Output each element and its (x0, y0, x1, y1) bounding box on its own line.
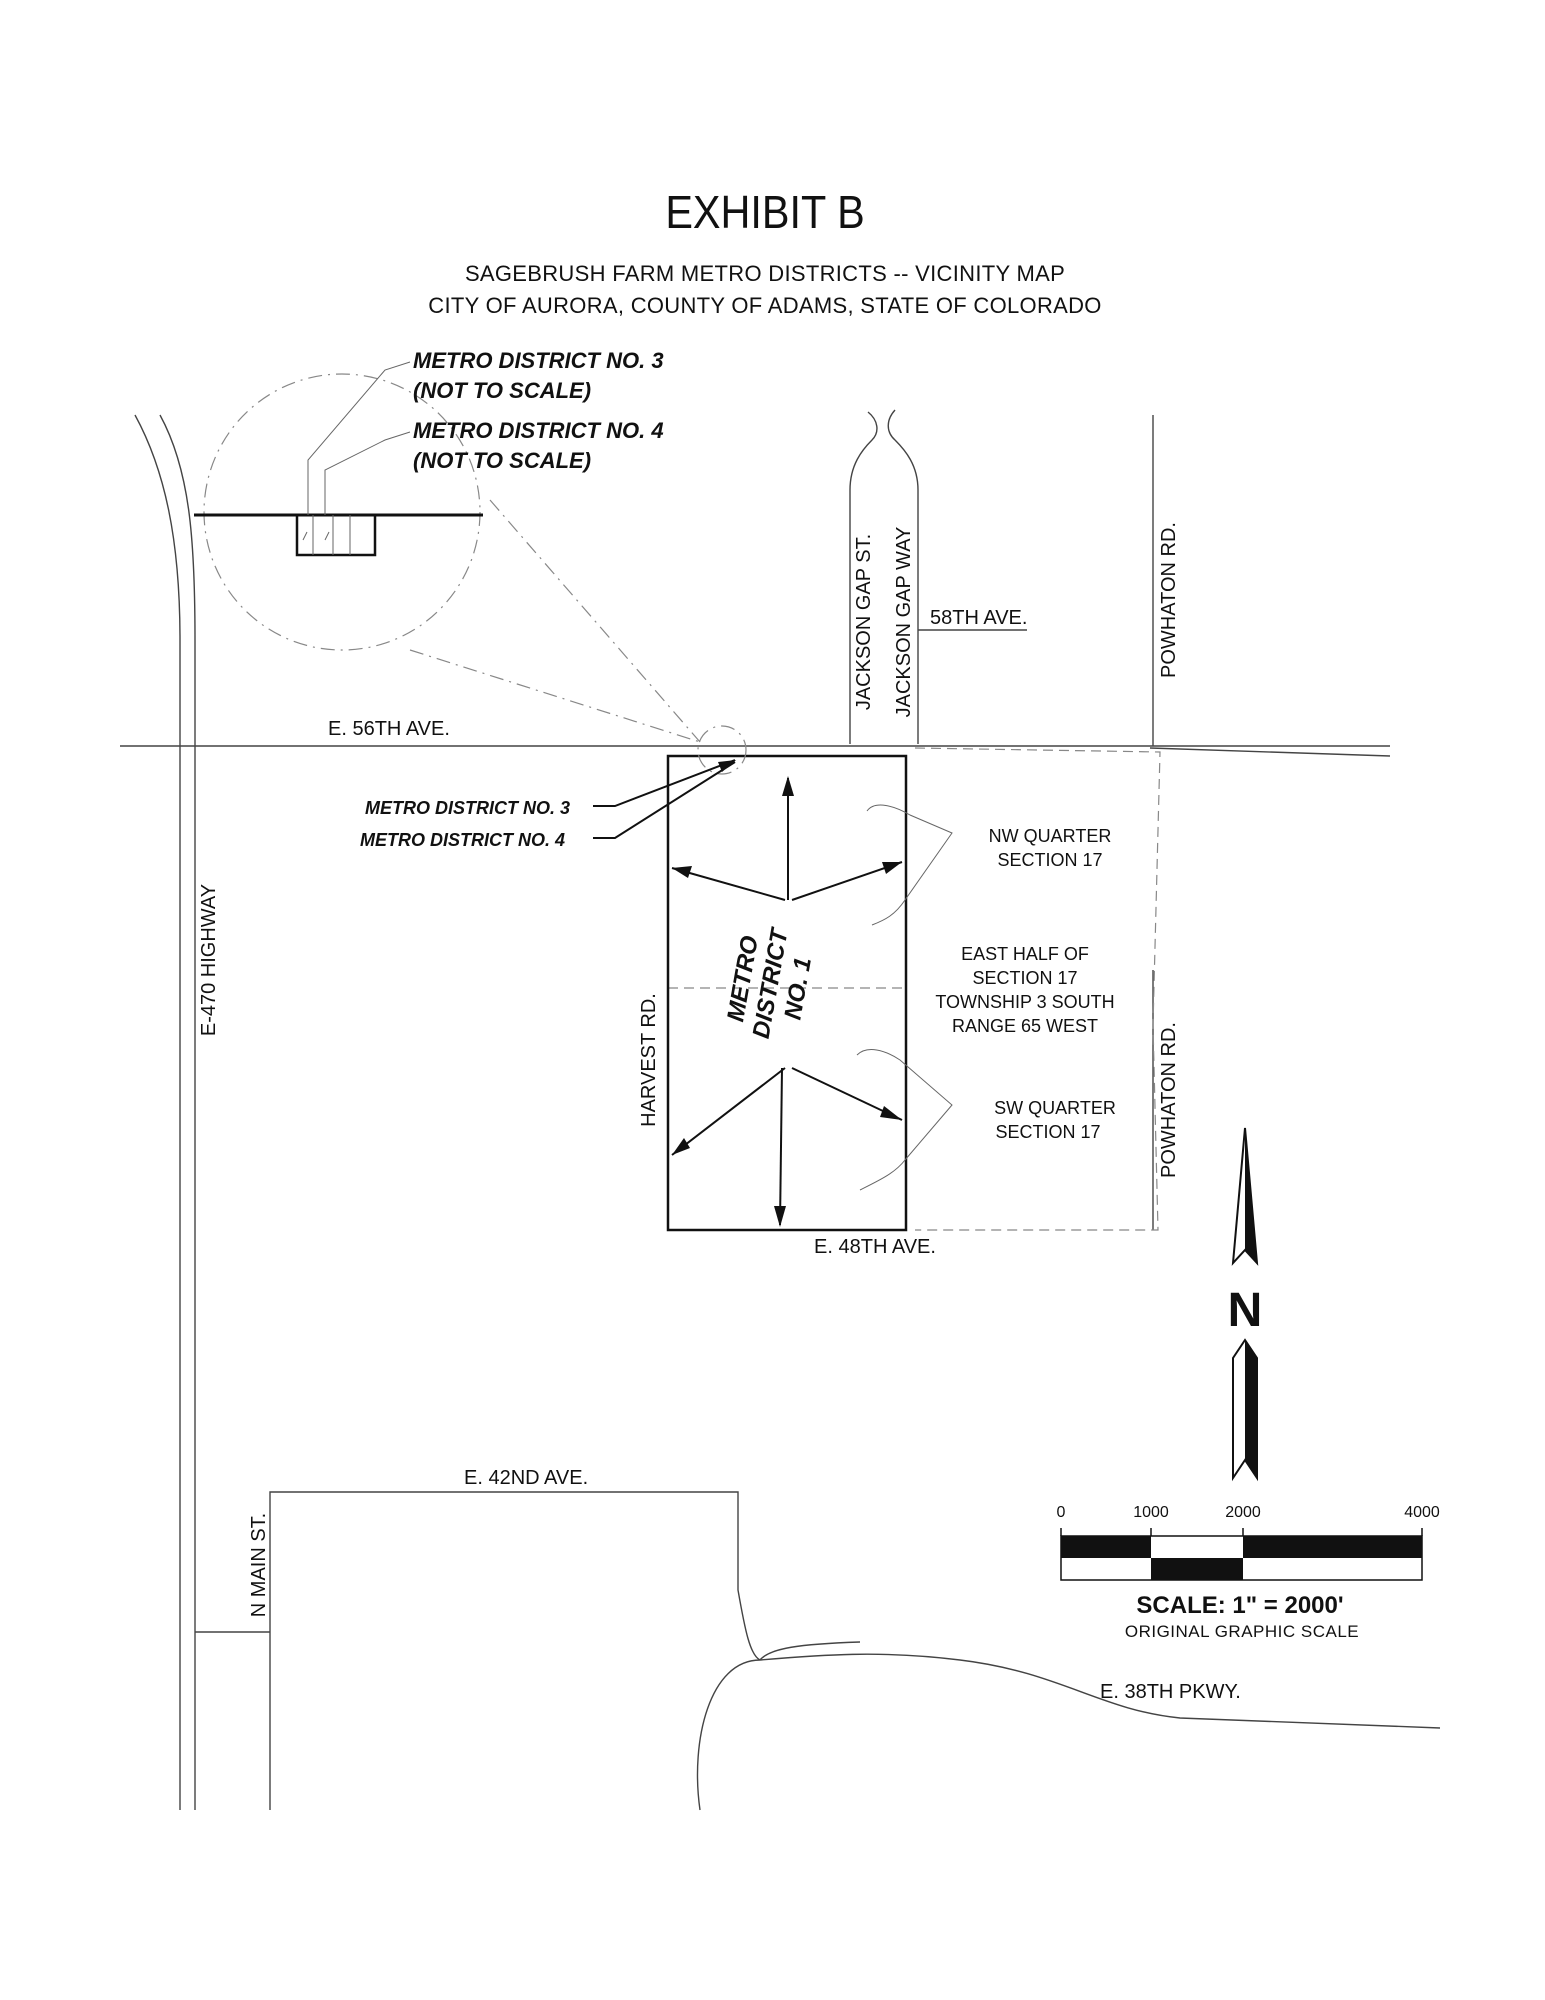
e56th-avenue (120, 745, 1391, 757)
road-label-jackson-way: JACKSON GAP WAY (893, 527, 915, 718)
scale-note: ORIGINAL GRAPHIC SCALE (1125, 1622, 1359, 1641)
section-note-east-line4: RANGE 65 WEST (952, 1016, 1098, 1036)
scale-tick-4000: 4000 (1404, 1504, 1440, 1521)
inset-detail (194, 361, 747, 775)
road-label-e42: E. 42ND AVE. (464, 1467, 588, 1489)
inset-district3-line1: METRO DISTRICT NO. 3 (413, 348, 664, 373)
north-label: N (1228, 1284, 1263, 1337)
exhibit-subtitle-line1: SAGEBRUSH FARM METRO DISTRICTS -- VICINI… (465, 261, 1065, 286)
jackson-gap-roads (849, 409, 1027, 744)
road-label-n-main: N MAIN ST. (248, 1513, 270, 1617)
road-label-powhaton-north: POWHATON RD. (1158, 522, 1180, 678)
exhibit-subtitle-line2: CITY OF AURORA, COUNTY OF ADAMS, STATE O… (428, 293, 1101, 318)
exhibit-title: EXHIBIT B (665, 187, 864, 239)
section-note-sw-line1: SW QUARTER (994, 1098, 1116, 1118)
section-note-nw-line1: NW QUARTER (989, 826, 1112, 846)
district-1-arrows (671, 776, 903, 1227)
road-label-powhaton-south: POWHATON RD. (1158, 1022, 1180, 1178)
e470-highway (134, 414, 196, 1810)
inset-district4-line2: (NOT TO SCALE) (413, 448, 591, 473)
inset-district3-line2: (NOT TO SCALE) (413, 378, 591, 403)
road-label-e470: E-470 HIGHWAY (198, 884, 220, 1036)
road-label-58th: 58TH AVE. (930, 607, 1027, 629)
scale-tick-2000: 2000 (1225, 1504, 1261, 1521)
road-label-harvest: HARVEST RD. (638, 993, 660, 1127)
scale-tick-1000: 1000 (1133, 1504, 1169, 1521)
section-note-east-line3: TOWNSHIP 3 SOUTH (935, 992, 1114, 1012)
scale-text: SCALE: 1" = 2000' (1136, 1592, 1343, 1619)
road-label-e56: E. 56TH AVE. (328, 718, 450, 740)
section-17-boundary (668, 747, 1161, 1231)
inset-district4-line1: METRO DISTRICT NO. 4 (413, 418, 664, 443)
section-note-east-line2: SECTION 17 (972, 968, 1077, 988)
metro-district-1-parcel (666, 754, 908, 1232)
district-3-4-leaders (593, 759, 736, 839)
callout-district-3: METRO DISTRICT NO. 3 (365, 798, 570, 818)
section-note-nw-line2: SECTION 17 (997, 850, 1102, 870)
road-label-e38: E. 38TH PKWY. (1100, 1681, 1241, 1703)
scale-tick-0: 0 (1057, 1504, 1066, 1521)
south-roads (195, 1491, 1441, 1811)
district-1-label: METRO DISTRICT NO. 1 (722, 925, 817, 1041)
north-arrow (1231, 1127, 1259, 1482)
section-leaders (856, 804, 953, 1191)
section-note-sw-line2: SECTION 17 (995, 1122, 1100, 1142)
road-label-e48: E. 48TH AVE. (814, 1236, 936, 1258)
callout-district-4: METRO DISTRICT NO. 4 (360, 830, 565, 850)
scale-bar (1060, 1528, 1423, 1581)
section-note-east-line1: EAST HALF OF (961, 944, 1089, 964)
road-label-jackson-st: JACKSON GAP ST. (853, 534, 875, 710)
